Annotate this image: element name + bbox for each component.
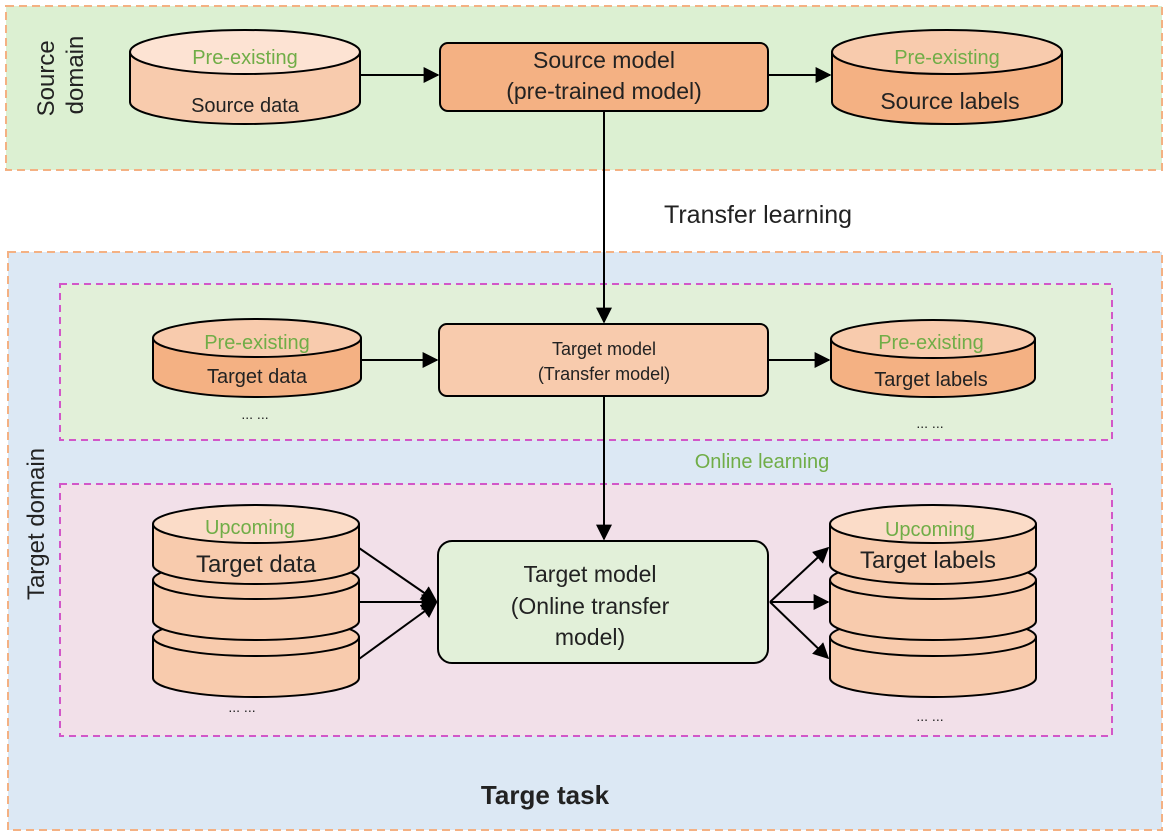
target-model-transfer-line1: Target model <box>552 339 656 359</box>
target-model-online-line1: Target model <box>524 561 657 587</box>
target-labels-pre-existing-tag: Pre-existing <box>878 332 984 354</box>
target-data-upcoming-label: Target data <box>196 551 317 578</box>
target-task-label: Targe task <box>481 780 610 810</box>
source-data-tag: Pre-existing <box>192 47 298 69</box>
target-labels-pre-existing-cylinder: Pre-existing Target labels <box>830 319 1036 398</box>
target-data-pre-existing-tag: Pre-existing <box>204 332 310 354</box>
source-data-label: Source data <box>191 95 300 117</box>
target-model-transfer-box: Target model (Transfer model) <box>438 323 769 397</box>
target-labels-upcoming-label: Target labels <box>860 547 996 574</box>
target-data-upcoming-tag: Upcoming <box>205 517 295 539</box>
target-data-pre-existing-label: Target data <box>207 366 308 388</box>
source-labels-tag: Pre-existing <box>894 47 1000 69</box>
arrow-upcoming-labels-1 <box>769 546 830 603</box>
transfer-learning-label: Transfer learning <box>664 201 852 229</box>
online-learning-label: Online learning <box>695 451 830 473</box>
target-labels-upcoming-more: ... ... <box>916 708 943 724</box>
target-model-online-line3: model) <box>555 624 625 650</box>
target-model-online-box: Target model (Online transfer model) <box>437 540 769 664</box>
target-model-transfer-line2: (Transfer model) <box>538 364 670 384</box>
target-data-pre-existing-cylinder: Pre-existing Target data <box>152 318 362 398</box>
target-data-pre-existing-more: ... ... <box>241 406 268 422</box>
source-model-line1: Source model <box>533 47 675 73</box>
source-labels-label: Source labels <box>880 88 1019 114</box>
arrow-upcoming-labels-3 <box>769 601 830 660</box>
source-model-box: Source model (pre-trained model) <box>439 42 769 112</box>
target-data-upcoming-more: ... ... <box>228 699 255 715</box>
target-labels-pre-existing-more: ... ... <box>916 415 943 431</box>
source-domain-label: Source domain <box>33 34 89 117</box>
target-labels-upcoming-tag: Upcoming <box>885 519 975 541</box>
target-labels-upcoming-stack: Upcoming Target labels <box>829 504 1037 698</box>
source-model-line2: (pre-trained model) <box>506 78 702 104</box>
arrow-upcoming-data-3 <box>358 602 438 660</box>
source-labels-cylinder: Pre-existing Source labels <box>831 29 1063 125</box>
arrow-upcoming-data-1 <box>358 547 438 602</box>
target-labels-pre-existing-label: Target labels <box>874 369 987 391</box>
target-data-upcoming-stack: Upcoming Target data <box>152 504 360 698</box>
target-model-online-line2: (Online transfer <box>511 593 670 619</box>
target-domain-label: Target domain <box>23 448 50 600</box>
source-data-cylinder: Pre-existing Source data <box>129 29 361 125</box>
